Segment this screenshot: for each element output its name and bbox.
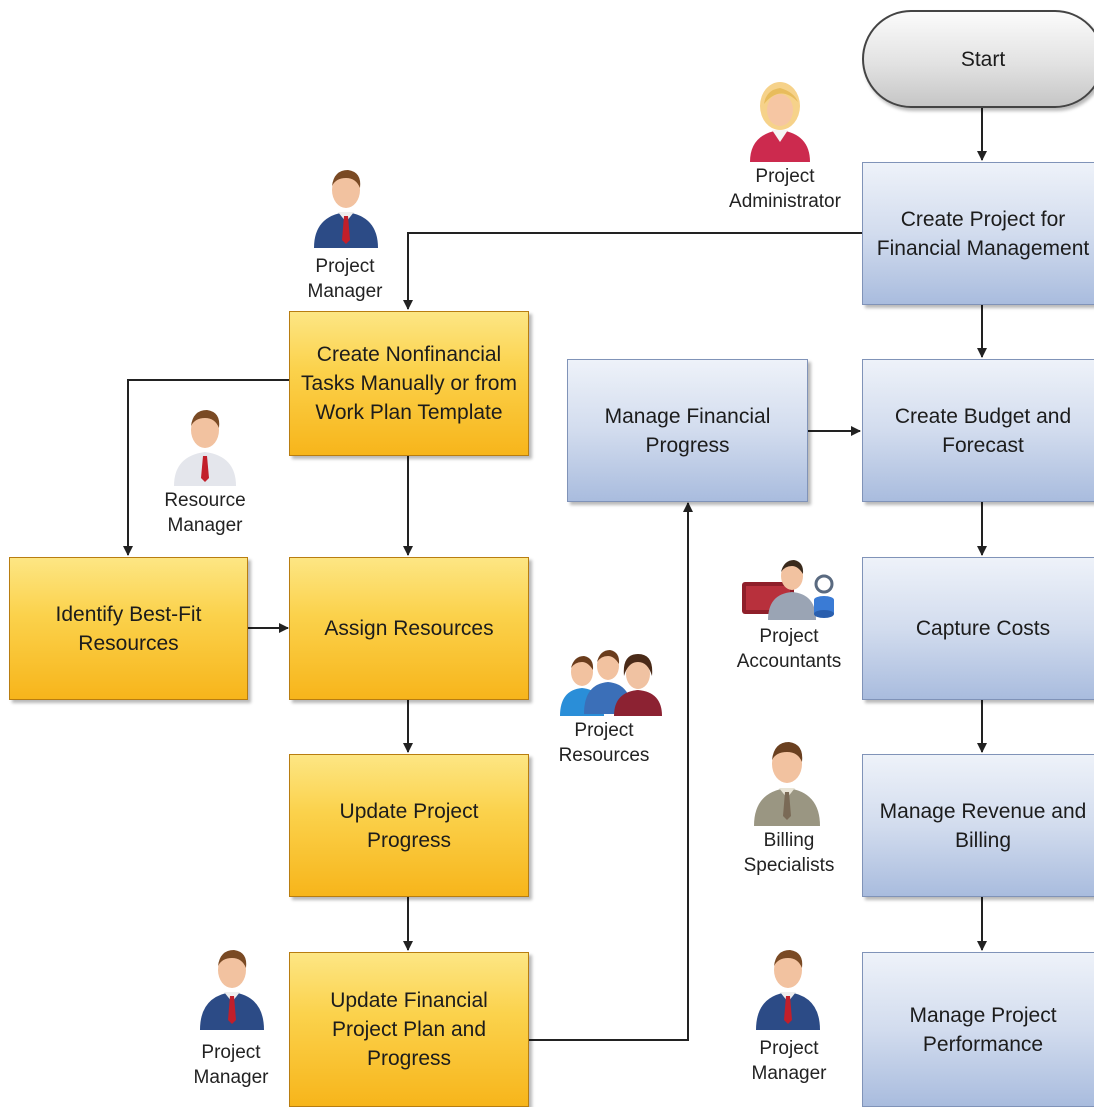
role-project-administrator: Project Administrator bbox=[729, 166, 841, 212]
step-update-financial-plan: Update Financial Project Plan and Progre… bbox=[289, 952, 529, 1107]
step-identify-resources: Identify Best-Fit Resources bbox=[9, 557, 248, 700]
resource-manager-icon bbox=[174, 410, 236, 486]
role-resource-manager: Resource Manager bbox=[164, 490, 246, 536]
step-update-financial-plan-label: Update Financial Project Plan and Progre… bbox=[330, 989, 488, 1070]
billing-specialists-icon bbox=[754, 742, 820, 826]
step-assign-resources: Assign Resources bbox=[289, 557, 529, 700]
step-manage-revenue: Manage Revenue and Billing bbox=[862, 754, 1094, 897]
step-update-project-progress-label: Update Project Progress bbox=[339, 799, 479, 852]
step-manage-revenue-label: Manage Revenue and Billing bbox=[879, 799, 1087, 852]
arrow-financial-plan-to-manage-financial bbox=[529, 502, 693, 1041]
step-create-project-label: Create Project for Financial Management bbox=[876, 207, 1090, 260]
project-accountants-icon bbox=[742, 560, 834, 620]
role-project-manager-top: Project Manager bbox=[307, 256, 383, 302]
project-manager-bottom-right-icon bbox=[756, 950, 820, 1030]
step-identify-resources-label: Identify Best-Fit Resources bbox=[55, 602, 202, 655]
role-project-accountants: Project Accountants bbox=[736, 626, 842, 672]
project-administrator-icon bbox=[750, 82, 810, 162]
role-project-manager-bottom-left: Project Manager bbox=[193, 1042, 269, 1088]
step-manage-performance-label: Manage Project Performance bbox=[909, 1003, 1057, 1056]
step-create-tasks-label: Create Nonfinancial Tasks Manually or fr… bbox=[301, 343, 517, 424]
step-capture-costs: Capture Costs bbox=[862, 557, 1094, 700]
step-create-project: Create Project for Financial Management bbox=[862, 162, 1094, 305]
project-manager-top-icon bbox=[314, 170, 378, 248]
step-create-budget: Create Budget and Forecast bbox=[862, 359, 1094, 502]
step-update-project-progress: Update Project Progress bbox=[289, 754, 529, 897]
role-project-resources: Project Resources bbox=[558, 720, 650, 766]
step-manage-financial-progress-label: Manage Financial Progress bbox=[604, 404, 771, 457]
role-billing-specialists: Billing Specialists bbox=[743, 830, 835, 876]
step-capture-costs-label: Capture Costs bbox=[915, 617, 1051, 640]
arrow-create-tasks-to-identify bbox=[123, 379, 290, 556]
step-create-tasks: Create Nonfinancial Tasks Manually or fr… bbox=[289, 311, 529, 456]
step-manage-performance: Manage Project Performance bbox=[862, 952, 1094, 1107]
role-project-manager-bottom-right: Project Manager bbox=[751, 1038, 827, 1084]
start-label: Start bbox=[960, 47, 1006, 71]
start-terminator: Start bbox=[862, 10, 1094, 108]
arrow-create-project-to-create-tasks bbox=[403, 232, 862, 310]
project-manager-bottom-left-icon bbox=[200, 950, 264, 1030]
step-manage-financial-progress: Manage Financial Progress bbox=[567, 359, 808, 502]
project-resources-icon bbox=[560, 650, 662, 716]
step-create-budget-label: Create Budget and Forecast bbox=[894, 404, 1072, 457]
step-assign-resources-label: Assign Resources bbox=[324, 617, 494, 640]
